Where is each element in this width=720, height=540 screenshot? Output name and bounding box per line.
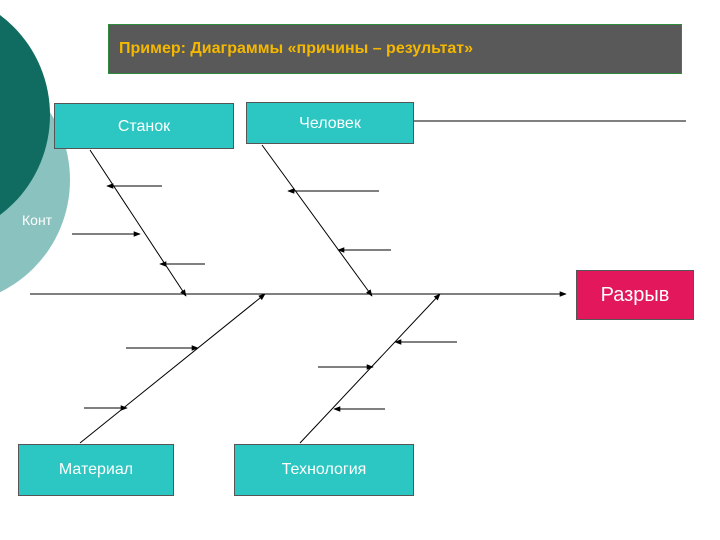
bone-stanok — [89, 149, 187, 297]
category-label-stanok: Станок — [117, 118, 171, 135]
category-box-stanok: Станок — [54, 103, 234, 149]
bone-technology — [299, 293, 441, 444]
bone-material — [79, 293, 266, 444]
bone-chelovek — [261, 144, 373, 297]
category-box-technology: Технология — [234, 444, 414, 496]
category-label-chelovek: Человек — [299, 115, 361, 132]
category-label-technology: Технология — [281, 461, 367, 478]
slide-title: Пример: Диаграммы «причины – результат» — [119, 40, 474, 57]
category-box-chelovek: Человек — [246, 102, 414, 144]
effect-box: Разрыв — [576, 270, 694, 320]
decor-circle-dark — [0, 15, 50, 215]
title-banner: Пример: Диаграммы «причины – результат» — [108, 24, 682, 74]
category-box-material: Материал — [18, 444, 174, 496]
side-text-fragment: Конт — [22, 212, 53, 228]
effect-label: Разрыв — [600, 283, 670, 306]
category-label-material: Материал — [58, 461, 134, 478]
